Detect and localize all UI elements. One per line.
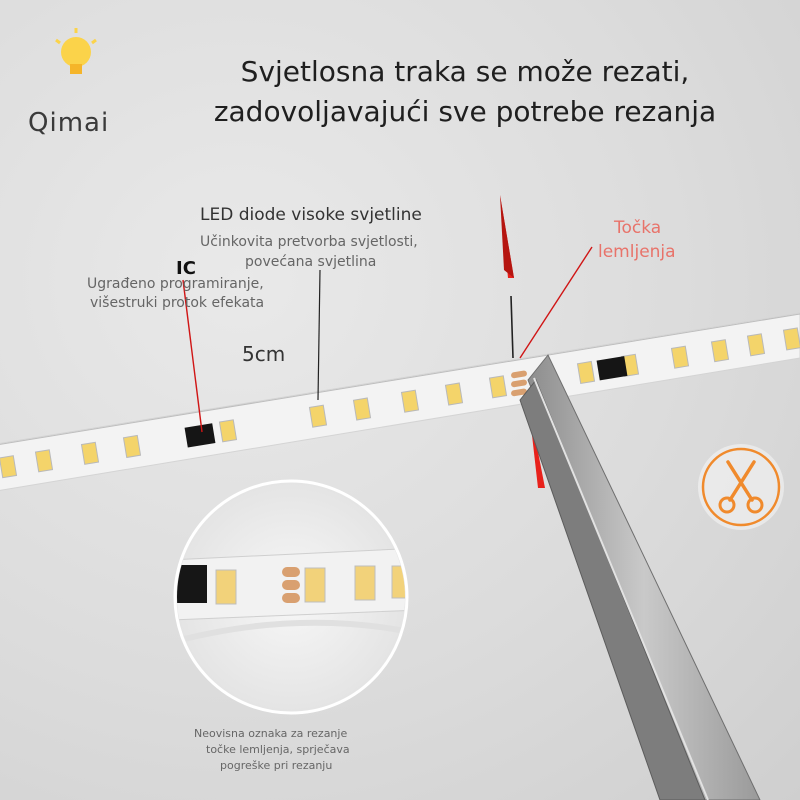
solder-leader-line bbox=[519, 246, 593, 359]
cut-note-line-3: pogreške pri rezanju bbox=[220, 759, 333, 772]
led-chip bbox=[400, 389, 420, 413]
led-chip bbox=[576, 360, 596, 385]
headline-line-2: zadovoljavajući sve potrebe rezanja bbox=[213, 95, 717, 128]
scissors-icon bbox=[698, 444, 784, 530]
led-strip bbox=[0, 312, 800, 491]
led-leader-line bbox=[317, 269, 321, 401]
ic-callout-sub-1: Ugrađeno programiranje, bbox=[87, 276, 264, 292]
arrow-down-shade bbox=[500, 195, 514, 278]
led-chip bbox=[488, 375, 508, 399]
lightbulb-icon bbox=[55, 28, 97, 74]
led-chip bbox=[80, 441, 100, 465]
solder-point-label-2: lemljenja bbox=[598, 242, 676, 262]
ic-callout-title: IC bbox=[176, 258, 196, 279]
led-callout-title: LED diode visoke svjetline bbox=[200, 205, 422, 225]
led-chip bbox=[746, 333, 766, 357]
ic-chip bbox=[596, 356, 628, 381]
magnified-detail bbox=[173, 479, 409, 715]
led-chip bbox=[444, 382, 464, 406]
cut-note-line-2: točke lemljenja, sprječava bbox=[206, 743, 350, 756]
solder-point-label-1: Točka bbox=[614, 218, 662, 238]
led-chip bbox=[352, 397, 372, 421]
segment-length-label: 5cm bbox=[242, 342, 286, 366]
scissors bbox=[519, 354, 761, 800]
solder-pad bbox=[511, 388, 527, 397]
led-chip bbox=[308, 404, 328, 428]
led-callout-sub-1: Učinkovita pretvorba svjetlosti, bbox=[200, 234, 418, 250]
solder-pad bbox=[511, 379, 527, 388]
led-chip bbox=[34, 449, 54, 473]
led-chip bbox=[670, 345, 690, 369]
headline-line-1: Svjetlosna traka se može rezati, bbox=[240, 55, 690, 88]
led-chip bbox=[218, 419, 238, 443]
ic-callout-sub-2: višestruki protok efekata bbox=[90, 295, 265, 311]
brand-name: Qimai bbox=[28, 108, 110, 138]
led-callout-sub-2: povećana svjetlina bbox=[245, 254, 377, 270]
ic-chip bbox=[184, 423, 216, 448]
cut-line bbox=[510, 295, 514, 359]
led-chip bbox=[122, 434, 142, 459]
ic-leader-line bbox=[182, 279, 203, 433]
cut-note-line-1: Neovisna oznaka za rezanje bbox=[194, 727, 348, 740]
led-chip bbox=[0, 455, 18, 479]
led-chip bbox=[710, 339, 730, 363]
led-chip bbox=[782, 327, 800, 351]
solder-pad bbox=[511, 370, 527, 379]
headline: Svjetlosna traka se može rezati, zadovol… bbox=[150, 52, 780, 132]
